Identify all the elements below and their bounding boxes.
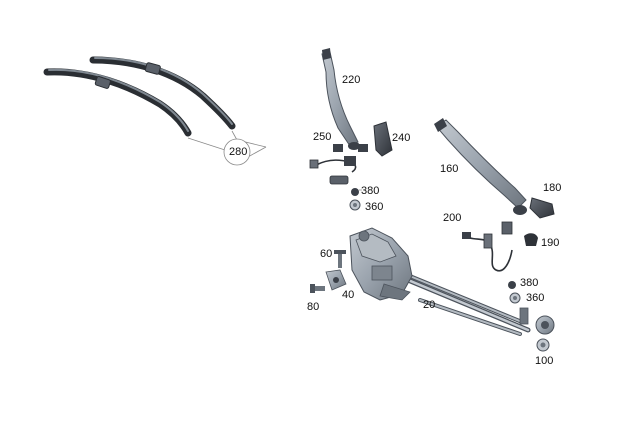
wiper-blades-part-280 <box>43 56 236 137</box>
rubber-mount-part-40 <box>325 269 347 291</box>
leader-lines-280 <box>187 130 267 166</box>
bolt-part-60 <box>334 250 346 268</box>
callout-60: 60 <box>320 248 333 260</box>
cap-part-190 <box>524 233 538 246</box>
callout-100: 100 <box>535 355 554 367</box>
wiper-motor <box>349 227 413 301</box>
callout-20: 20 <box>423 299 436 311</box>
callout-280: 280 <box>229 146 248 158</box>
callout-380-upper: 380 <box>361 185 380 197</box>
callout-190: 190 <box>541 237 560 249</box>
wiper-arm-part-160 <box>434 118 527 215</box>
callout-220: 220 <box>342 74 361 86</box>
callout-380-lower: 380 <box>520 277 539 289</box>
callout-360-upper: 360 <box>365 201 384 213</box>
nut-washer-upper <box>349 188 362 211</box>
connector-part-200 <box>462 221 513 272</box>
callout-360-lower: 360 <box>526 292 545 304</box>
callout-160: 160 <box>440 163 459 175</box>
callout-180: 180 <box>543 182 562 194</box>
connector-part-250 <box>309 144 368 185</box>
callout-80: 80 <box>307 301 320 313</box>
arm-cap-part-180 <box>529 197 555 219</box>
screw-part-80 <box>310 284 325 293</box>
callout-40: 40 <box>342 289 355 301</box>
callout-200: 200 <box>443 212 462 224</box>
callout-250: 250 <box>313 131 332 143</box>
nut-washer-lower <box>508 281 550 352</box>
arm-cap-part-240 <box>373 121 393 157</box>
wiper-arm-part-220 <box>321 48 360 150</box>
callout-240: 240 <box>392 132 411 144</box>
